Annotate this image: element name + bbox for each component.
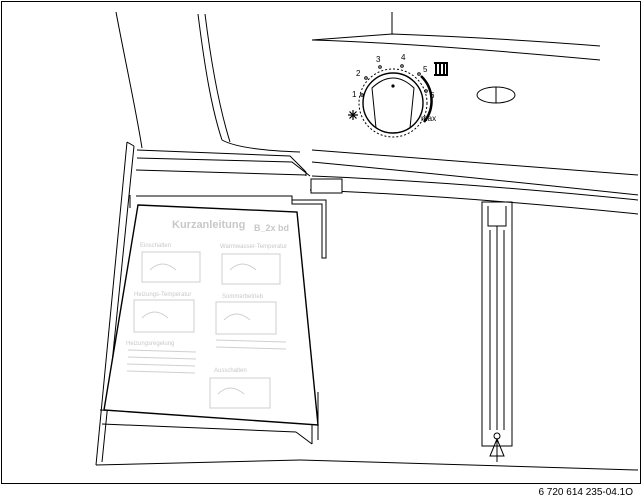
dial-label-4: 4 bbox=[401, 53, 406, 62]
figure-border bbox=[1, 1, 641, 484]
temperature-dial: 1 2 3 4 5 6 max bbox=[348, 53, 448, 138]
card-title: Kurzanleitung bbox=[172, 219, 245, 231]
card-section-6: Ausschalten bbox=[214, 368, 247, 374]
dial-pointer bbox=[391, 84, 395, 88]
tray-handle bbox=[310, 178, 343, 194]
card-section-2: Warmwasser-Temperatur bbox=[220, 244, 287, 250]
card-section-1: Einschalten bbox=[140, 243, 171, 249]
card-title-suffix: B_2x bd bbox=[254, 223, 289, 233]
card-section-4: Sommerbetrieb bbox=[222, 294, 264, 300]
card-section-3: Heizungs-Temperatur bbox=[134, 292, 191, 298]
dial-label-1: 1 bbox=[352, 90, 357, 99]
dial-label-2: 2 bbox=[356, 69, 361, 78]
dial-knob bbox=[362, 72, 424, 134]
indicator-lamp bbox=[476, 86, 516, 104]
valve-icon bbox=[489, 432, 505, 462]
quick-reference-card: Kurzanleitung B_2x bd Einschalten Warmwa… bbox=[103, 195, 327, 426]
dial-label-5: 5 bbox=[423, 65, 428, 74]
dial-label-max: max bbox=[421, 114, 436, 123]
figure-caption: 6 720 614 235-04.1O bbox=[538, 487, 633, 498]
card-section-5: Heizungsregelung bbox=[126, 341, 174, 347]
dial-label-3: 3 bbox=[376, 55, 381, 64]
radiator-icon bbox=[434, 62, 448, 76]
frost-icon bbox=[348, 110, 358, 120]
dial-label-6: 6 bbox=[430, 91, 435, 100]
housing-outline bbox=[115, 11, 639, 471]
side-handle bbox=[481, 201, 513, 447]
